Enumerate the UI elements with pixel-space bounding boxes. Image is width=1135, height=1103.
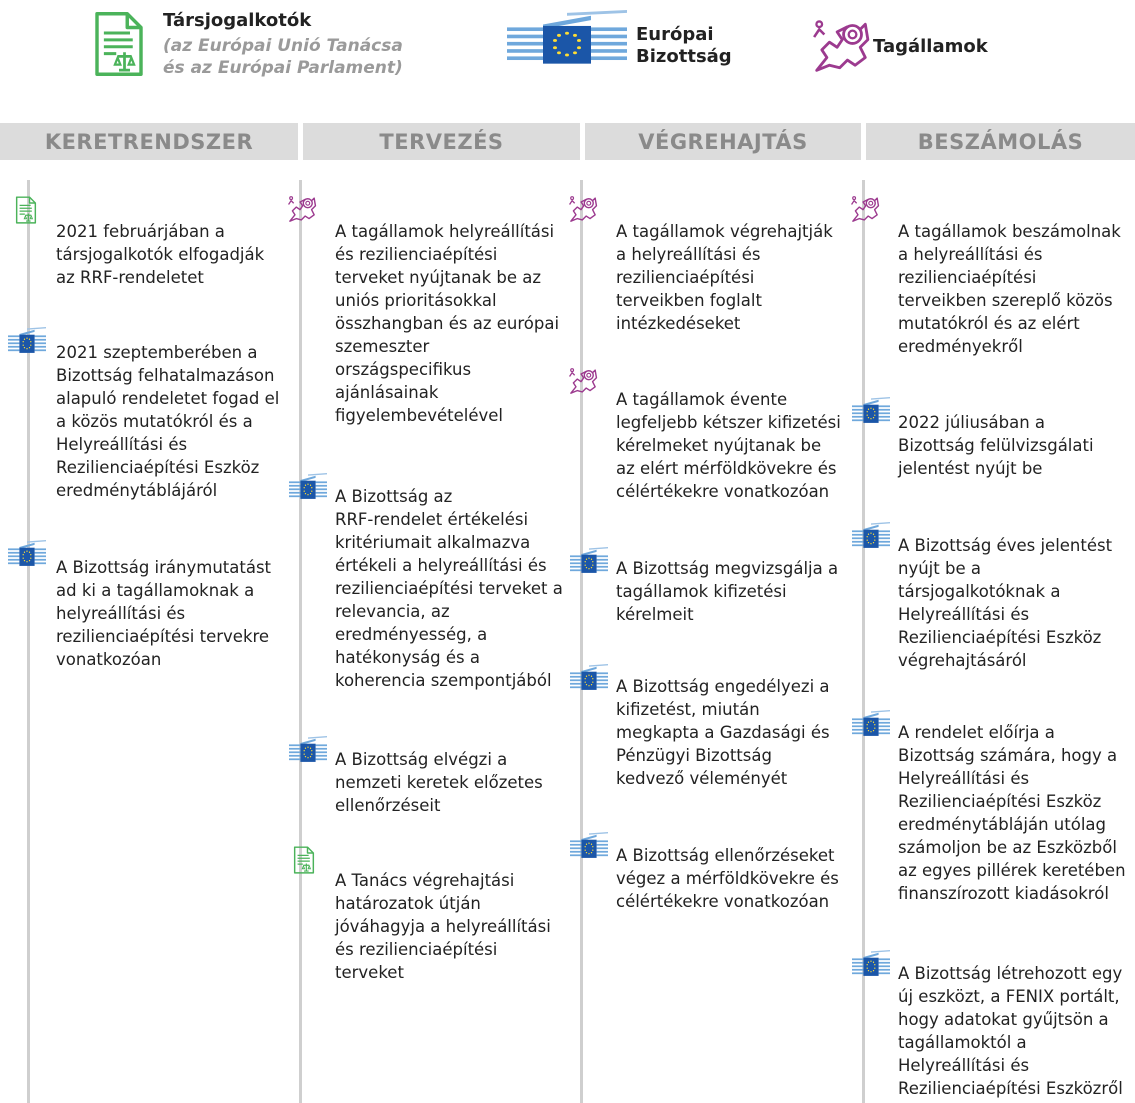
co-legislators-subtitle: (az Európai Unió Tanácsa és az Európai P… xyxy=(163,36,403,78)
commission-title: Európai Bizottság xyxy=(636,24,732,67)
commission-icon xyxy=(852,710,890,738)
commission-icon xyxy=(852,397,890,425)
commission-icon xyxy=(570,547,608,575)
timeline-step: 2021 februárjában a társjogalkotók elfog… xyxy=(56,222,265,287)
commission-icon xyxy=(570,664,608,692)
timeline-step: A tagállamok végrehajtják a helyreállítá… xyxy=(616,222,833,333)
member-states-title: Tagállamok xyxy=(873,36,988,57)
commission-icon xyxy=(570,832,608,860)
timeline-step: 2022 júliusában a Bizottság felülvizsgál… xyxy=(898,413,1094,478)
timeline-step: A rendelet előírja a Bizottság számára, … xyxy=(898,723,1126,903)
co-legislators-icon xyxy=(12,196,40,224)
timeline-step: A Bizottság iránymutatást ad ki a tagáll… xyxy=(56,558,272,669)
timeline-step: A tagállamok helyreállítási és rezilienc… xyxy=(335,222,560,425)
commission-icon xyxy=(852,950,890,978)
column-header-reporting: BESZÁMOLÁS xyxy=(866,123,1135,160)
member-states-icon xyxy=(849,193,881,225)
timeline-step: A tagállamok beszámolnak a helyreállítás… xyxy=(898,222,1121,356)
co-legislators-title: Társjogalkotók xyxy=(163,10,312,31)
timeline-step: A Bizottság megvizsgálja a tagállamok ki… xyxy=(616,559,839,624)
timeline-step: A Bizottság elvégzi a nemzeti keretek el… xyxy=(335,750,543,815)
column-header-framework: KERETRENDSZER xyxy=(0,123,298,160)
timeline-step: A Bizottság éves jelentést nyújt be a tá… xyxy=(898,536,1113,670)
timeline-step: A Bizottság az RRF-rendelet értékelési k… xyxy=(335,487,563,690)
co-legislators-icon xyxy=(290,846,318,874)
member-states-map-icon xyxy=(808,14,874,78)
column-header-planning: TERVEZÉS xyxy=(303,123,580,160)
commission-icon xyxy=(289,736,327,764)
timeline-step: A Bizottság ellenőrzéseket végez a mérfö… xyxy=(616,846,839,911)
timeline-implementation xyxy=(580,180,583,1103)
commission-icon xyxy=(289,473,327,501)
timeline-step: A Tanács végrehajtási határozatok útján … xyxy=(335,871,551,982)
member-states-icon xyxy=(567,365,599,397)
timeline-planning xyxy=(299,180,302,1103)
timeline-framework xyxy=(27,180,30,1103)
timeline-step: A Bizottság létrehozott egy új eszközt, … xyxy=(898,964,1123,1098)
commission-icon xyxy=(852,522,890,550)
member-states-icon xyxy=(567,193,599,225)
timeline-reporting xyxy=(862,180,865,1103)
member-states-icon xyxy=(286,193,318,225)
timeline-step: A tagállamok évente legfeljebb kétszer k… xyxy=(616,390,841,501)
european-commission-logo-icon xyxy=(507,10,627,68)
commission-icon xyxy=(8,327,46,355)
timeline-step: 2021 szeptemberében a Bizottság felhatal… xyxy=(56,343,280,500)
timeline-step: A Bizottság engedélyezi a kifizetést, mi… xyxy=(616,677,830,788)
co-legislators-document-icon xyxy=(90,11,148,77)
commission-icon xyxy=(8,540,46,568)
column-header-implementation: VÉGREHAJTÁS xyxy=(585,123,861,160)
